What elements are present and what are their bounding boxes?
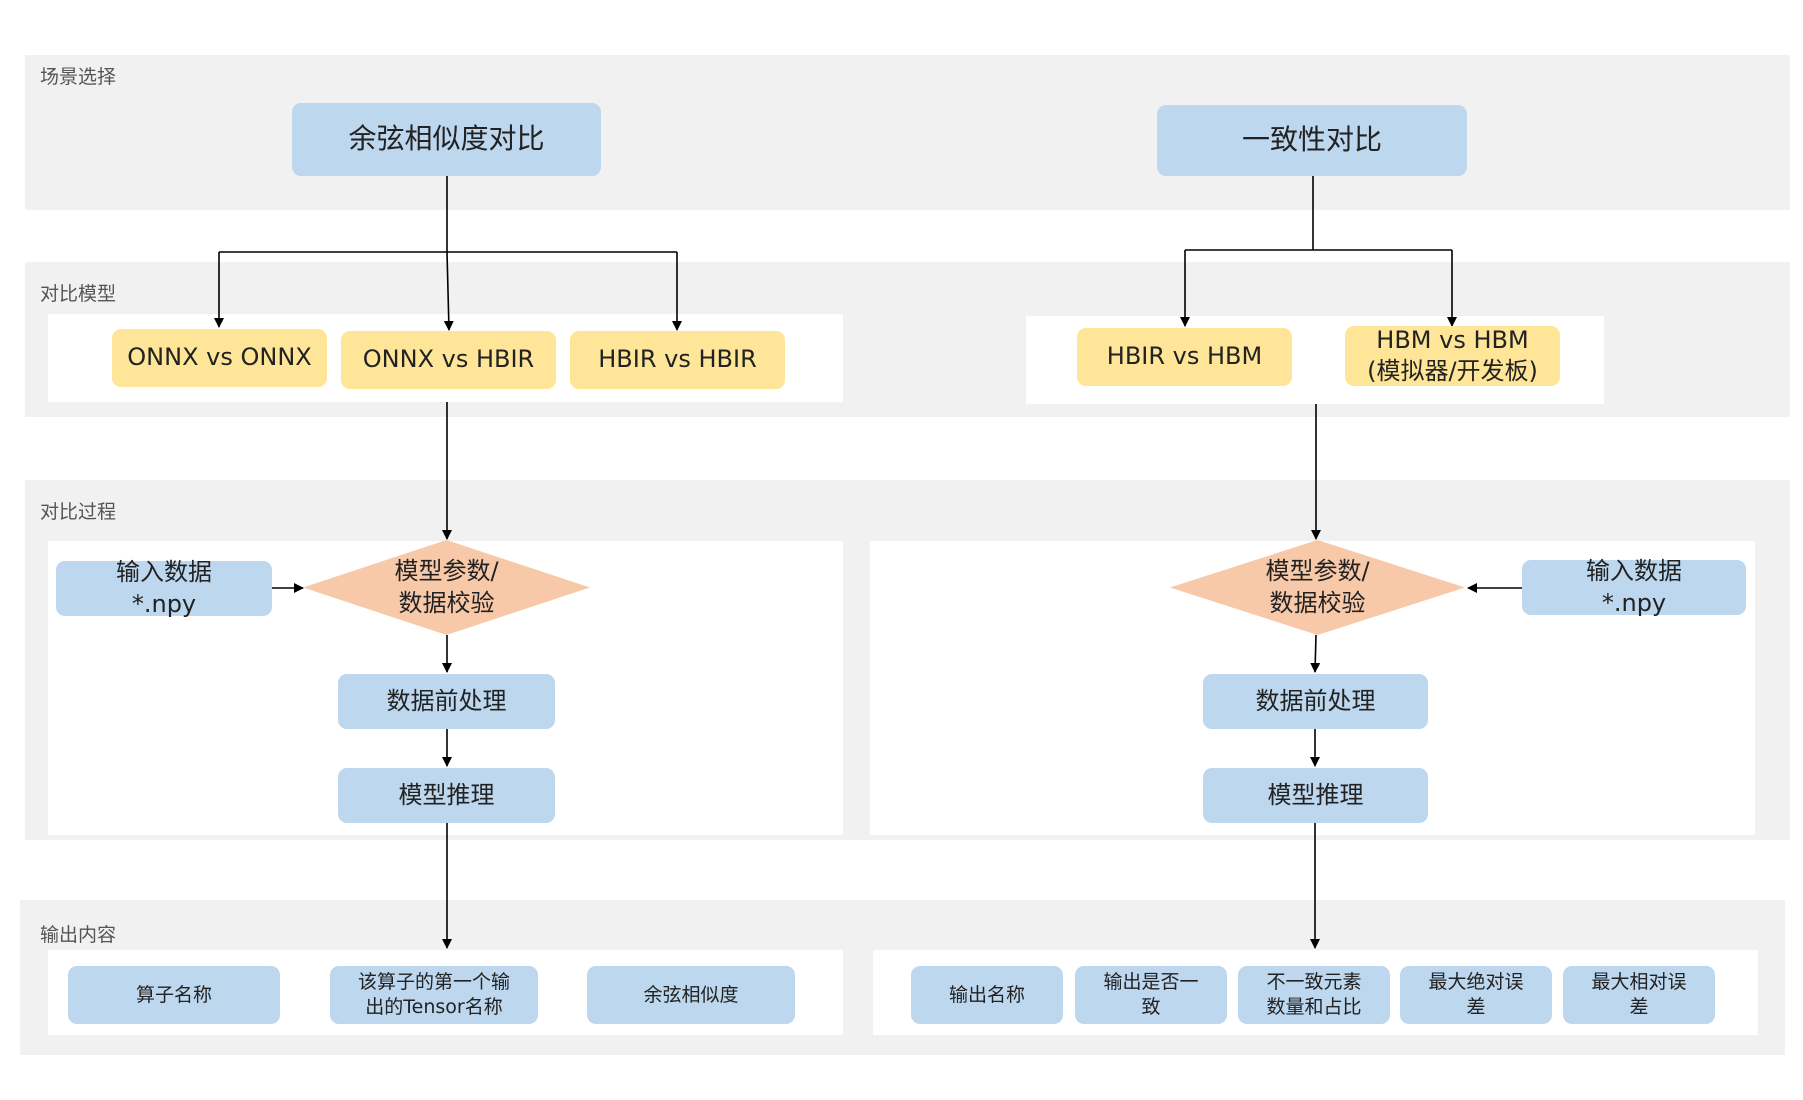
left-preprocess: 数据前处理: [338, 674, 555, 729]
right-model-inference: 模型推理: [1203, 768, 1428, 823]
right-input-data: 输入数据 *.npy: [1522, 557, 1746, 617]
right-param-check-diamond: 模型参数/ 数据校验: [1170, 540, 1465, 635]
left-param-check-label: 模型参数/ 数据校验: [394, 557, 499, 617]
scene-consistency: 一致性对比: [1157, 105, 1467, 176]
model-onnx-vs-hbir: ONNX vs HBIR: [341, 331, 556, 389]
right-preprocess: 数据前处理: [1203, 674, 1428, 729]
model-hbir-vs-hbm: HBIR vs HBM: [1077, 328, 1292, 386]
band-label-output: 输出内容: [40, 924, 117, 946]
right-param-check-label: 模型参数/ 数据校验: [1265, 557, 1370, 617]
output-mismatch-count-ratio: 不一致元素 数量和占比: [1238, 966, 1390, 1024]
output-max-relative-error: 最大相对误 差: [1563, 966, 1715, 1024]
output-first-tensor-name: 该算子的第一个输 出的Tensor名称: [330, 966, 538, 1024]
output-operator-name: 算子名称: [68, 966, 280, 1024]
left-model-inference: 模型推理: [338, 768, 555, 823]
band-label-model: 对比模型: [40, 283, 117, 305]
scene-cosine-similarity: 余弦相似度对比: [292, 103, 601, 176]
output-is-consistent: 输出是否一 致: [1075, 966, 1227, 1024]
model-hbm-vs-hbm: HBM vs HBM (模拟器/开发板): [1345, 326, 1560, 386]
band-label-scene: 场景选择: [40, 66, 117, 88]
left-param-check-diamond: 模型参数/ 数据校验: [303, 540, 590, 635]
model-onnx-vs-onnx: ONNX vs ONNX: [112, 329, 327, 387]
output-cosine-similarity: 余弦相似度: [587, 966, 795, 1024]
band-scene: [25, 55, 1790, 210]
model-hbir-vs-hbir: HBIR vs HBIR: [570, 331, 785, 389]
band-label-process: 对比过程: [40, 501, 117, 523]
output-name: 输出名称: [911, 966, 1063, 1024]
left-input-data: 输入数据 *.npy: [56, 558, 272, 618]
output-max-absolute-error: 最大绝对误 差: [1400, 966, 1552, 1024]
